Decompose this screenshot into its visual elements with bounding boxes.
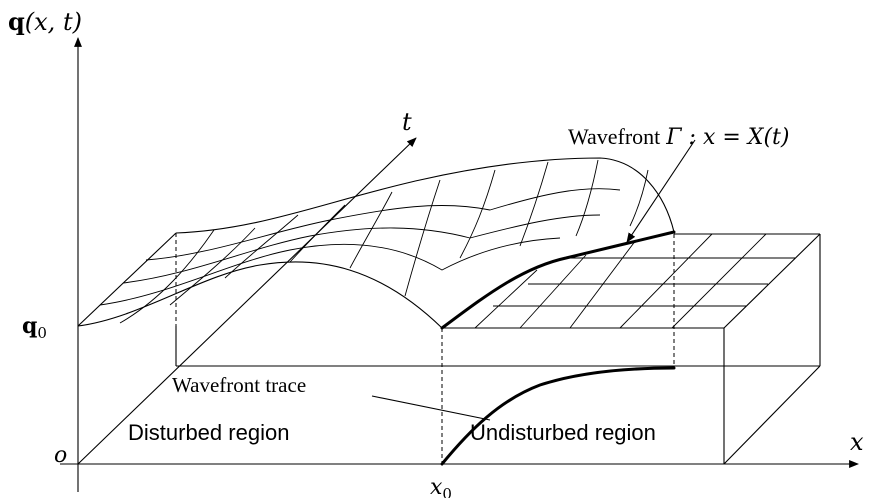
- disturbed-region-label: Disturbed region: [128, 420, 289, 445]
- t-axis: [77, 137, 417, 465]
- undisturbed-region-label: Undisturbed region: [470, 420, 656, 445]
- q0-label: q0: [22, 313, 47, 342]
- trace-leader: [371, 395, 491, 421]
- wavefront-curve: [440, 230, 676, 330]
- base-box: [175, 234, 821, 465]
- disturbed-surface: [77, 157, 675, 329]
- x0-label: x0: [430, 475, 452, 498]
- wavefront-leader: [626, 139, 696, 243]
- wavefront-trace-curve: [440, 366, 676, 466]
- undisturbed-plate: [442, 233, 821, 329]
- x-axis-label: x: [850, 428, 864, 456]
- origin-label: o: [54, 443, 67, 468]
- y-axis-label: q(x, t): [8, 7, 82, 36]
- wavefront-trace-label: Wavefront trace: [172, 373, 306, 397]
- t-axis-label: t: [402, 108, 412, 136]
